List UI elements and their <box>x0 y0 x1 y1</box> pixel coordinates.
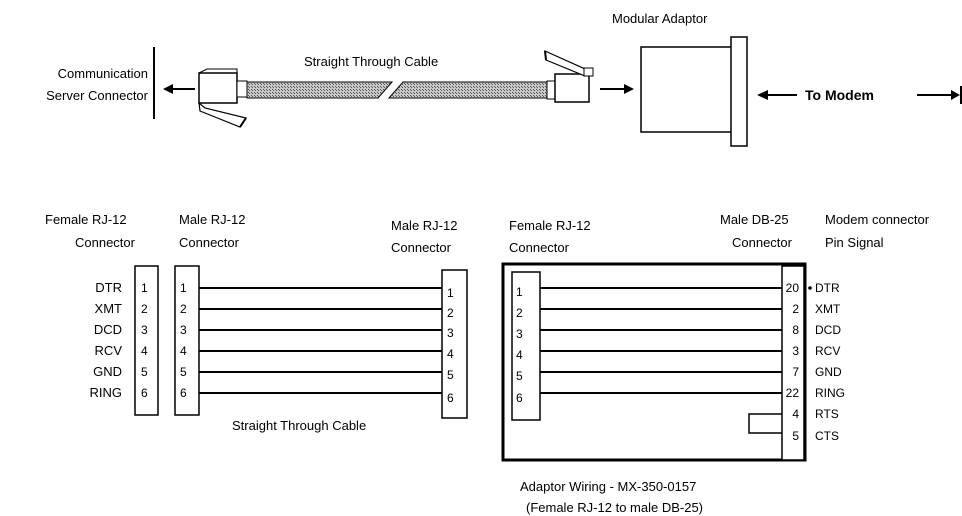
female-rj12-left-box <box>134 265 159 416</box>
db25-pin: 4 <box>792 407 799 421</box>
cable-body-right <box>387 81 548 99</box>
male-rj12-left-pin: 2 <box>180 302 187 316</box>
straight-cable-bottom-label: Straight Through Cable <box>232 418 366 433</box>
male-rj12-left-header-2: Connector <box>179 235 240 250</box>
male-rj12-right-pin: 4 <box>447 347 454 361</box>
adaptor-rj12-pin: 2 <box>516 306 523 320</box>
arrow-right-head <box>951 90 960 100</box>
female-rj12-pin: 6 <box>141 386 148 400</box>
signal-label-left: XMT <box>95 301 123 316</box>
male-rj12-left-pin: 1 <box>180 281 187 295</box>
male-rj12-right-pin: 1 <box>447 286 454 300</box>
adaptor-rj12-pin: 5 <box>516 369 523 383</box>
adaptor-rj12-box <box>511 271 541 421</box>
db25-pin: 7 <box>792 365 799 379</box>
male-rj12-left-pin: 6 <box>180 386 187 400</box>
modem-signal-label: CTS <box>815 429 839 443</box>
db25-pin: 22 <box>786 386 800 400</box>
signal-label-left: DTR <box>95 280 122 295</box>
db25-pin: 20 <box>786 281 800 295</box>
left-rj12-plug <box>198 68 248 128</box>
male-rj12-right-pin: 6 <box>447 391 454 405</box>
male-rj12-left-pin: 3 <box>180 323 187 337</box>
male-rj12-right-header-2: Connector <box>391 240 452 255</box>
modem-signal-label: RING <box>815 386 845 400</box>
signal-label-left: GND <box>93 364 122 379</box>
male-rj12-right-pin: 2 <box>447 306 454 320</box>
db25-pin: 5 <box>792 429 799 443</box>
db25-pin: 3 <box>792 344 799 358</box>
adaptor-caption-line1: Adaptor Wiring - MX-350-0157 <box>520 479 696 494</box>
male-rj12-left-header-1: Male RJ-12 <box>179 212 245 227</box>
comm-server-label-line2: Server Connector <box>46 88 149 103</box>
male-rj12-left-box <box>174 265 200 416</box>
arrow-from-modem-head <box>757 90 768 100</box>
adaptor-caption-line2: (Female RJ-12 to male DB-25) <box>526 500 703 515</box>
adaptor-rj12-pin: 4 <box>516 348 523 362</box>
female-rj12-adaptor-header-1: Female RJ-12 <box>509 218 591 233</box>
adaptor-rj12-pin: 1 <box>516 285 523 299</box>
signal-label-left: RCV <box>95 343 123 358</box>
male-db25-header-1: Male DB-25 <box>720 212 789 227</box>
db25-pin: 8 <box>792 323 799 337</box>
arrow-to-server-head <box>163 84 173 94</box>
adaptor-rj12-pin: 6 <box>516 391 523 405</box>
top-illustration: Modular Adaptor Straight Through Cable C… <box>46 11 962 147</box>
modem-signal-label: XMT <box>815 302 841 316</box>
adaptor-rj12-pin: 3 <box>516 327 523 341</box>
male-db25-header-2: Connector <box>732 235 793 250</box>
signal-label-left: RING <box>90 385 123 400</box>
female-rj12-pin: 2 <box>141 302 148 316</box>
rts-cts-loopback <box>748 413 782 434</box>
modular-adaptor-label: Modular Adaptor <box>612 11 708 26</box>
male-rj12-right-pin: 5 <box>447 368 454 382</box>
modular-adaptor <box>640 36 748 147</box>
right-rj12-plug <box>544 50 594 103</box>
db25-box <box>781 265 805 461</box>
modem-connector-header-2: Pin Signal <box>825 235 884 250</box>
female-rj12-pin: 3 <box>141 323 148 337</box>
male-rj12-right-pin: 3 <box>447 326 454 340</box>
comm-server-label-line1: Communication <box>58 66 148 81</box>
modem-signal-label: GND <box>815 365 842 379</box>
to-modem-label: To Modem <box>805 87 874 103</box>
male-rj12-left-pin: 5 <box>180 365 187 379</box>
modem-signal-label: DCD <box>815 323 841 337</box>
male-rj12-right-box <box>441 269 468 419</box>
dtr-bullet-dot <box>808 286 812 290</box>
signal-label-left: DCD <box>94 322 122 337</box>
female-rj12-left-header-1: Female RJ-12 <box>45 212 127 227</box>
modem-signal-label: RCV <box>815 344 840 358</box>
wiring-schematic: Female RJ-12 Connector Male RJ-12 Connec… <box>45 212 930 515</box>
cable-body-left <box>246 81 394 99</box>
modem-connector-header-1: Modem connector <box>825 212 930 227</box>
male-rj12-left-pin: 4 <box>180 344 187 358</box>
female-rj12-pin: 5 <box>141 365 148 379</box>
adaptor-frame <box>501 262 807 462</box>
modem-signal-label: RTS <box>815 407 839 421</box>
arrow-to-adaptor-head <box>624 84 634 94</box>
db25-pin: 2 <box>792 302 799 316</box>
female-rj12-left-header-2: Connector <box>75 235 136 250</box>
modem-signal-label: DTR <box>815 281 840 295</box>
male-rj12-right-header-1: Male RJ-12 <box>391 218 457 233</box>
female-rj12-adaptor-header-2: Connector <box>509 240 570 255</box>
female-rj12-pin: 1 <box>141 281 148 295</box>
straight-cable-top-label: Straight Through Cable <box>304 54 438 69</box>
female-rj12-pin: 4 <box>141 344 148 358</box>
